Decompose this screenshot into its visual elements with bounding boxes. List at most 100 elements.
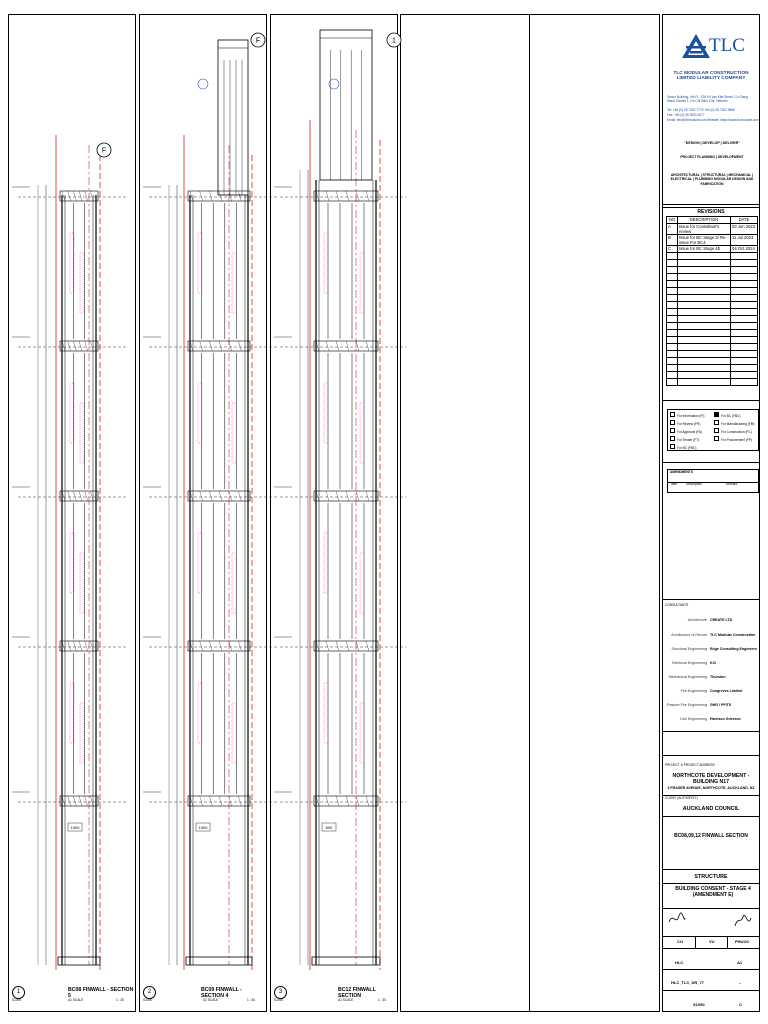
check-item[interactable]: For Manufacturing (FM)	[714, 420, 754, 427]
slab-hatch	[345, 340, 350, 352]
grid-bubble	[250, 32, 266, 48]
company-code: HLC	[675, 960, 684, 965]
section-frame-3	[270, 14, 398, 1012]
pink-annotation	[359, 402, 365, 464]
section-title-text: BC12 FINWALL SECTION	[338, 987, 376, 999]
table-row	[666, 371, 758, 379]
slab-hatch	[78, 795, 83, 807]
section-scale-label: A1 SCALE	[203, 998, 219, 1002]
slab-hatch	[90, 795, 94, 807]
dim-label: 1000	[71, 825, 81, 830]
slab-hatch	[355, 190, 360, 202]
table-row	[666, 287, 758, 295]
floor-slab	[187, 640, 251, 652]
pink-annotation	[79, 402, 85, 464]
pink-annotation	[359, 702, 365, 764]
table-row	[666, 343, 758, 351]
check-item[interactable]: For Information (FI)	[670, 412, 704, 419]
slab-hatch	[199, 640, 203, 652]
pink-annotation	[323, 682, 329, 744]
revisions-table: NO DESCRIPTION DATE A Issue for Consulta…	[666, 216, 758, 386]
table-row	[666, 336, 758, 344]
slab-hatch	[345, 190, 350, 202]
table-row: C Issue for BC Stage 4E 04 Oct 2024	[666, 245, 758, 253]
slab-hatch	[315, 340, 320, 352]
slab-hatch	[315, 490, 320, 502]
project-section: PROJECT & PROJECT ADDRESS NORTHCOTE DEVE…	[663, 755, 759, 1013]
slab-hatch	[209, 190, 213, 202]
slab-hatch	[78, 490, 83, 502]
slab-hatch	[325, 340, 330, 352]
approved-by: PHUOC	[735, 939, 750, 944]
pink-annotation	[231, 402, 237, 464]
slab-hatch	[335, 340, 340, 352]
rev-no: B	[666, 234, 678, 246]
slab-hatch	[365, 640, 370, 652]
slab-hatch	[209, 490, 213, 502]
dim-box	[321, 822, 337, 832]
document-number: HLC_TLC_DR_77	[671, 980, 704, 985]
check-item-checked[interactable]: For BC (FBC)	[714, 412, 740, 419]
grid-bubble	[386, 32, 402, 48]
project-name: NORTHCOTE DEVELOPMENT - BUILDING N17	[672, 773, 750, 785]
stage: BUILDING CONSENT - STAGE 4 (AMENDMENT E)	[675, 886, 751, 899]
sheet-number: S1090	[693, 1002, 705, 1007]
section-num-bubble: 2	[143, 986, 156, 999]
pink-annotation	[197, 232, 203, 294]
grid-label: F	[256, 38, 260, 45]
company-email: Email: info@tlcmodular.com	[667, 118, 707, 122]
check-item[interactable]: For Construction (FC)	[714, 428, 752, 435]
section-scale: 1 : 30	[378, 998, 386, 1002]
pink-annotation	[69, 682, 75, 744]
pink-annotation	[323, 232, 329, 294]
slab-hatch	[84, 640, 88, 652]
slab-hatch	[199, 795, 203, 807]
company-tel: Tel: +84 (0) 28 7300 7779 +84 (0) 28 730…	[667, 108, 735, 112]
company-section: TLC TLC MODULAR CONSTRUCTION LIMITED LIA…	[663, 15, 759, 205]
check-item[interactable]: For Tender (FT)	[670, 436, 699, 443]
slab-hatch	[355, 340, 360, 352]
top-structure	[319, 29, 373, 181]
pink-annotation	[359, 252, 365, 314]
pink-annotation	[323, 532, 329, 594]
revisions-title: REVISIONS	[697, 209, 725, 215]
rev-header-date: DATE	[730, 216, 758, 224]
rev-desc: Issue for BC Stage 3/ Re-issue For BC4	[677, 234, 731, 246]
slab-hatch	[61, 490, 66, 502]
slab-hatch	[335, 795, 340, 807]
check-item[interactable]: For Review (FR)	[670, 420, 700, 427]
table-row: A Issue for Consultant's review 03 Jun 2…	[666, 223, 758, 235]
rev-desc: Issue for BC Stage 4E	[677, 245, 731, 253]
table-row	[666, 329, 758, 337]
slab-hatch	[335, 490, 340, 502]
slab-hatch	[238, 640, 242, 652]
slab-hatch	[238, 795, 242, 807]
slab-hatch	[228, 340, 232, 352]
pink-annotation	[231, 552, 237, 614]
slab-hatch	[78, 190, 83, 202]
pink-annotation	[359, 552, 365, 614]
divider-line	[529, 14, 530, 1012]
slab-hatch	[90, 190, 94, 202]
amend-header-item: Item	[671, 482, 678, 486]
table-row	[666, 315, 758, 323]
rev-date: 03 Jun 2023	[730, 223, 758, 235]
client-name: AUCKLAND COUNCIL	[682, 806, 740, 812]
section-title-text: BC09 FINWALL - SECTION 4	[201, 987, 242, 999]
table-row	[666, 308, 758, 316]
section-title-3: 3 BC12 FINWALL SECTION S1090 A1 SCALE 1 …	[272, 986, 396, 1010]
consultants-label: CONSULTANTS	[665, 603, 689, 607]
pink-annotation	[69, 382, 75, 444]
table-row	[666, 378, 758, 386]
check-item[interactable]: For Approval (FA)	[670, 428, 702, 435]
rev-date: 04 Oct 2024	[730, 245, 758, 253]
check-item[interactable]: For BC (FBC)	[670, 444, 696, 451]
slab-hatch	[365, 340, 370, 352]
table-row	[666, 364, 758, 372]
check-item[interactable]: For Procurement (FP)	[714, 436, 752, 443]
slab-hatch	[61, 190, 66, 202]
pink-annotation	[231, 252, 237, 314]
